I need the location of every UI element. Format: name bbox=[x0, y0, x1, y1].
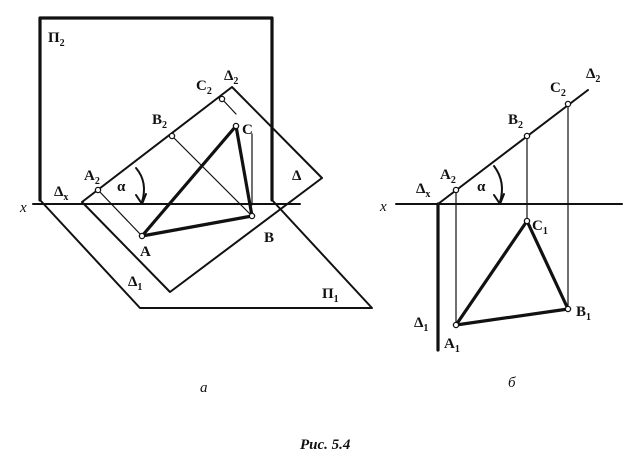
point-a2 bbox=[94, 186, 102, 194]
label-delta: Δ bbox=[292, 168, 302, 184]
plane-p1-outline bbox=[39, 199, 373, 309]
label-plane-p1: П1 bbox=[322, 286, 339, 305]
left-drawing: П2 x Δx A2 B2 C2 Δ2 C Δ α A B Δ1 П1 а bbox=[19, 16, 373, 396]
plane-delta bbox=[81, 86, 323, 293]
alpha-arrow-right bbox=[493, 193, 505, 205]
right-drawing: x Δx A2 B2 C2 Δ2 α C1 B1 Δ1 A1 б bbox=[379, 66, 623, 391]
point-c2 bbox=[218, 95, 226, 103]
figure-caption: Рис. 5.4 bbox=[300, 437, 351, 453]
label-plane-p2: П2 bbox=[48, 30, 65, 49]
label-delta-x: Δx bbox=[54, 184, 68, 203]
label-delta-x-right: Δx bbox=[416, 181, 430, 200]
label-b: B bbox=[264, 230, 274, 246]
label-delta-2: Δ2 bbox=[224, 68, 238, 87]
delta-2-trace bbox=[437, 89, 589, 205]
point-b bbox=[248, 212, 256, 220]
point-a1 bbox=[452, 321, 460, 329]
projection-lines bbox=[97, 98, 253, 237]
label-b2: B2 bbox=[152, 112, 167, 131]
point-b1 bbox=[564, 305, 572, 313]
label-a2: A2 bbox=[84, 168, 100, 187]
point-c1 bbox=[523, 217, 531, 225]
label-b2-right: B2 bbox=[508, 112, 523, 131]
point-a bbox=[138, 232, 146, 240]
label-c: C bbox=[242, 122, 253, 138]
label-c2-right: C2 bbox=[550, 80, 566, 99]
label-a2-right: A2 bbox=[440, 167, 456, 186]
label-delta-1-right: Δ1 bbox=[414, 315, 428, 334]
triangle-a1b1c1 bbox=[454, 219, 570, 327]
point-a2-right bbox=[452, 186, 460, 194]
triangle-abc bbox=[140, 124, 254, 238]
label-alpha-right: α bbox=[477, 179, 486, 195]
alpha-arc bbox=[135, 167, 145, 203]
alpha-arrow bbox=[135, 193, 147, 205]
label-x-axis: x bbox=[19, 200, 27, 216]
label-b1: B1 bbox=[576, 304, 591, 323]
label-alpha: α bbox=[117, 179, 126, 195]
label-x-axis-right: x bbox=[379, 199, 387, 215]
alpha-arc-right bbox=[493, 165, 503, 203]
point-c2-right bbox=[564, 100, 572, 108]
label-delta-2-right: Δ2 bbox=[586, 66, 600, 85]
label-c1: C1 bbox=[532, 218, 548, 237]
plane-p2-frame bbox=[38, 16, 274, 202]
point-b2 bbox=[168, 132, 176, 140]
point-b2-right bbox=[523, 132, 531, 140]
caption-b: б bbox=[508, 375, 516, 391]
label-a1: A1 bbox=[444, 336, 460, 355]
label-delta-1: Δ1 bbox=[128, 274, 142, 293]
label-c2: C2 bbox=[196, 78, 212, 97]
connection-lines bbox=[455, 103, 569, 326]
label-a: A bbox=[140, 244, 151, 260]
point-c bbox=[232, 122, 240, 130]
caption-a: а bbox=[200, 380, 208, 396]
